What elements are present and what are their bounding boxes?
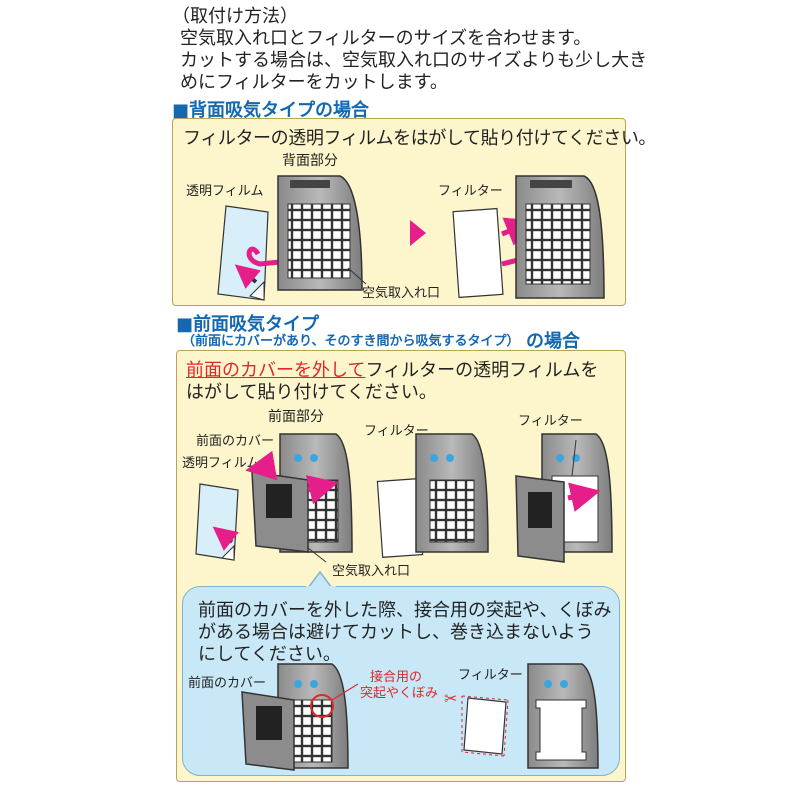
note-line-3: にしてください。 — [198, 644, 341, 665]
air-purifier-back — [277, 175, 363, 291]
scissors-icon: ✂ — [444, 689, 457, 708]
remove-cover-emphasis: 前面のカバーを外して — [186, 360, 366, 381]
film-sheet-front — [195, 483, 239, 561]
front-type-illustration — [195, 433, 613, 563]
air-purifier-back-2 — [515, 175, 605, 299]
front-cover-note — [241, 691, 295, 771]
joint-highlight-circle — [310, 694, 334, 718]
label-cover-front: 前面のカバー — [196, 434, 275, 449]
front-type-subtitle: （前面にカバーがあり、そのすき間から吸気するタイプ） — [182, 334, 520, 349]
filter-sheet-back — [452, 207, 504, 299]
note-line-2: がある場合は避けてカットし、巻き込まないよう — [198, 622, 594, 643]
front-instruction-rest: フィルターの透明フィルムを — [365, 360, 599, 381]
front-type-instruction-line1: 前面のカバーを外してフィルターの透明フィルムを — [186, 356, 598, 382]
label-joint-line2: 突起やくぼみ — [360, 686, 439, 701]
back-type-instruction: フィルターの透明フィルムをはがして貼り付けてください。 — [183, 128, 657, 149]
front-type-title: ■前面吸気タイプ — [176, 314, 320, 335]
intro-line-3: めにフィルターをカットします。 — [180, 72, 448, 93]
back-type-title: ■背面吸気タイプの場合 — [172, 100, 370, 121]
label-cover-note: 前面のカバー — [188, 676, 267, 691]
back-type-illustration — [217, 175, 605, 301]
curl-arrow-icon — [234, 264, 261, 289]
front-type-instruction-line2: はがして貼り付けてください。 — [186, 382, 437, 403]
attach-arrow-front-a — [305, 475, 339, 505]
front-cover-a — [251, 471, 309, 553]
label-filter-back: フィルター — [438, 184, 503, 199]
intro-line-1: 空気取入れ口とフィルターのサイズを合わせます。 — [180, 28, 592, 49]
curl-arrow-front — [212, 526, 239, 551]
filter-leader-right — [571, 439, 577, 477]
intake-leader-front — [307, 547, 327, 563]
label-back-part: 背面部分 — [282, 153, 338, 169]
peel-arrow-back — [246, 246, 315, 277]
step-arrow-1 — [410, 220, 426, 246]
label-filter-note: フィルター — [458, 668, 523, 683]
label-front-part: 前面部分 — [268, 409, 324, 425]
air-purifier-front-b — [415, 433, 489, 553]
label-intake-front: 空気取入れ口 — [332, 564, 411, 579]
film-sheet-back — [217, 205, 269, 301]
filter-sheet-note — [463, 697, 507, 755]
label-filter-mid: フィルター — [364, 424, 429, 439]
label-filter-right: フィルター — [518, 414, 583, 429]
intake-leader-line — [347, 267, 367, 285]
air-purifier-note-right — [527, 663, 599, 769]
front-cover-c — [515, 475, 565, 563]
label-film-front: 透明フィルム — [182, 456, 260, 471]
note-illustration: ✂ — [241, 663, 599, 771]
joint-leader-line — [331, 683, 359, 701]
label-joint-line1: 接合用の — [370, 670, 423, 685]
note-line-1: 前面のカバーを外した際、接合用の突起や、くぼみ — [198, 600, 612, 621]
reattach-cover-arrow — [567, 482, 601, 512]
remove-cover-arrow — [245, 450, 278, 481]
label-intake-back: 空気取入れ口 — [362, 286, 441, 301]
front-type-title-suffix: の場合 — [526, 331, 580, 352]
intro-heading: （取付け方法） — [172, 6, 298, 27]
label-film-back: 透明フィルム — [186, 184, 264, 199]
intro-line-2: カットする場合は、空気取入れ口のサイズよりも少し大き — [180, 50, 648, 71]
note-bubble-pointer — [306, 570, 336, 590]
